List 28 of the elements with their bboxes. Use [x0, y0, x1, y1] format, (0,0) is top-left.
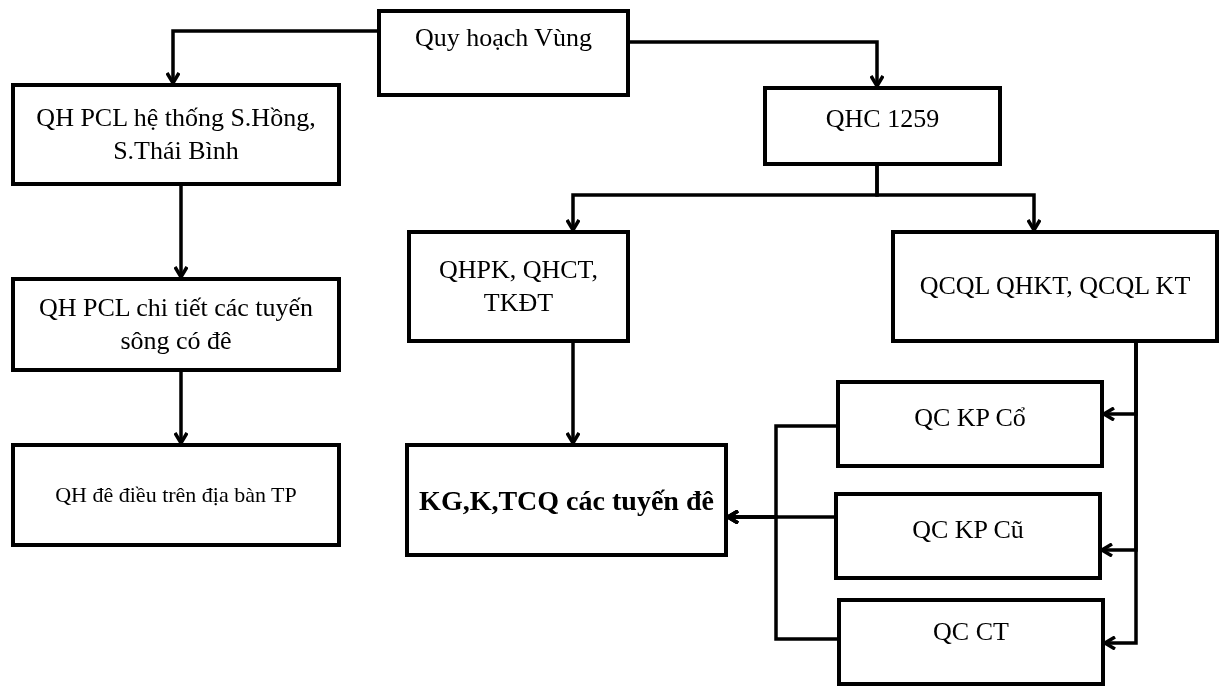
process-box	[407, 230, 630, 343]
process-box	[834, 492, 1102, 580]
box-label: QCQL QHKT, QCQL KT	[919, 270, 1191, 303]
process-box	[11, 443, 341, 547]
arrow	[875, 166, 1042, 232]
box-label: QHPK, QHCT, TKĐT	[437, 254, 600, 319]
process-box	[891, 230, 1219, 343]
process-box	[763, 86, 1002, 166]
arrow	[165, 29, 377, 85]
box-label: QC CT	[933, 615, 1009, 648]
process-box	[837, 598, 1105, 686]
process-box	[405, 443, 728, 557]
box-label: QH đê điều trên địa bàn TP	[55, 481, 297, 509]
box-label: QC KP Cũ	[912, 513, 1024, 546]
process-box	[377, 9, 630, 97]
box-label: QHC 1259	[825, 102, 940, 135]
arrow	[565, 343, 581, 445]
box-label: QC KP Cổ	[914, 401, 1026, 434]
arrow	[173, 186, 189, 279]
process-box	[11, 277, 341, 372]
box-label: QH PCL chi tiết các tuyến sông có đê	[37, 292, 315, 357]
process-box	[836, 380, 1104, 468]
arrow	[173, 372, 189, 445]
box-label: KG,K,TCQ các tuyến đê	[419, 483, 714, 518]
arrow	[630, 40, 885, 88]
box-label: QH PCL hệ thống S.Hồng, S.Thái Bình	[35, 102, 317, 167]
box-label: Quy hoạch Vùng	[414, 21, 593, 54]
process-box	[11, 83, 341, 186]
